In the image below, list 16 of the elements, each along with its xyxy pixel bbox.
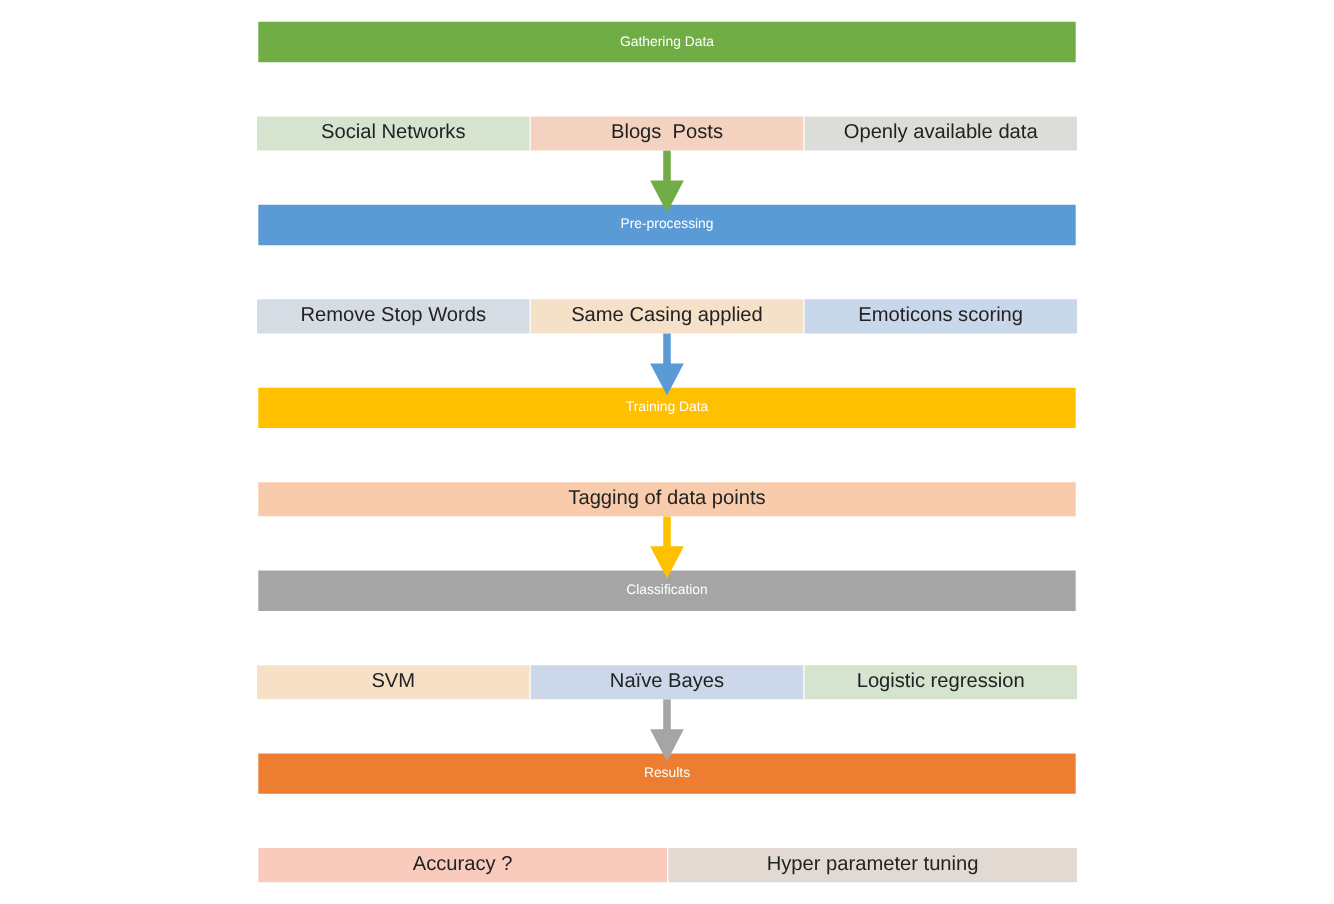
arrow	[650, 150, 684, 213]
node-box: Remove Stop Words	[257, 299, 530, 334]
node-box: Social Networks	[257, 116, 530, 151]
arrow	[650, 333, 684, 396]
arrow	[650, 699, 684, 762]
node-box: Naïve Bayes	[530, 665, 804, 700]
node-box: Tagging of data points	[258, 482, 1076, 517]
node-box: Logistic regression	[804, 665, 1077, 700]
node-box: Hyper parameter tuning	[668, 848, 1077, 883]
node-box: Accuracy ?	[258, 848, 667, 883]
arrow	[650, 516, 684, 579]
node-box: Same Casing applied	[530, 299, 804, 334]
node-box: Blogs Posts	[530, 116, 804, 151]
node-box: Openly available data	[804, 116, 1077, 151]
node-box: SVM	[257, 665, 530, 700]
node-box: Emoticons scoring	[804, 299, 1077, 334]
